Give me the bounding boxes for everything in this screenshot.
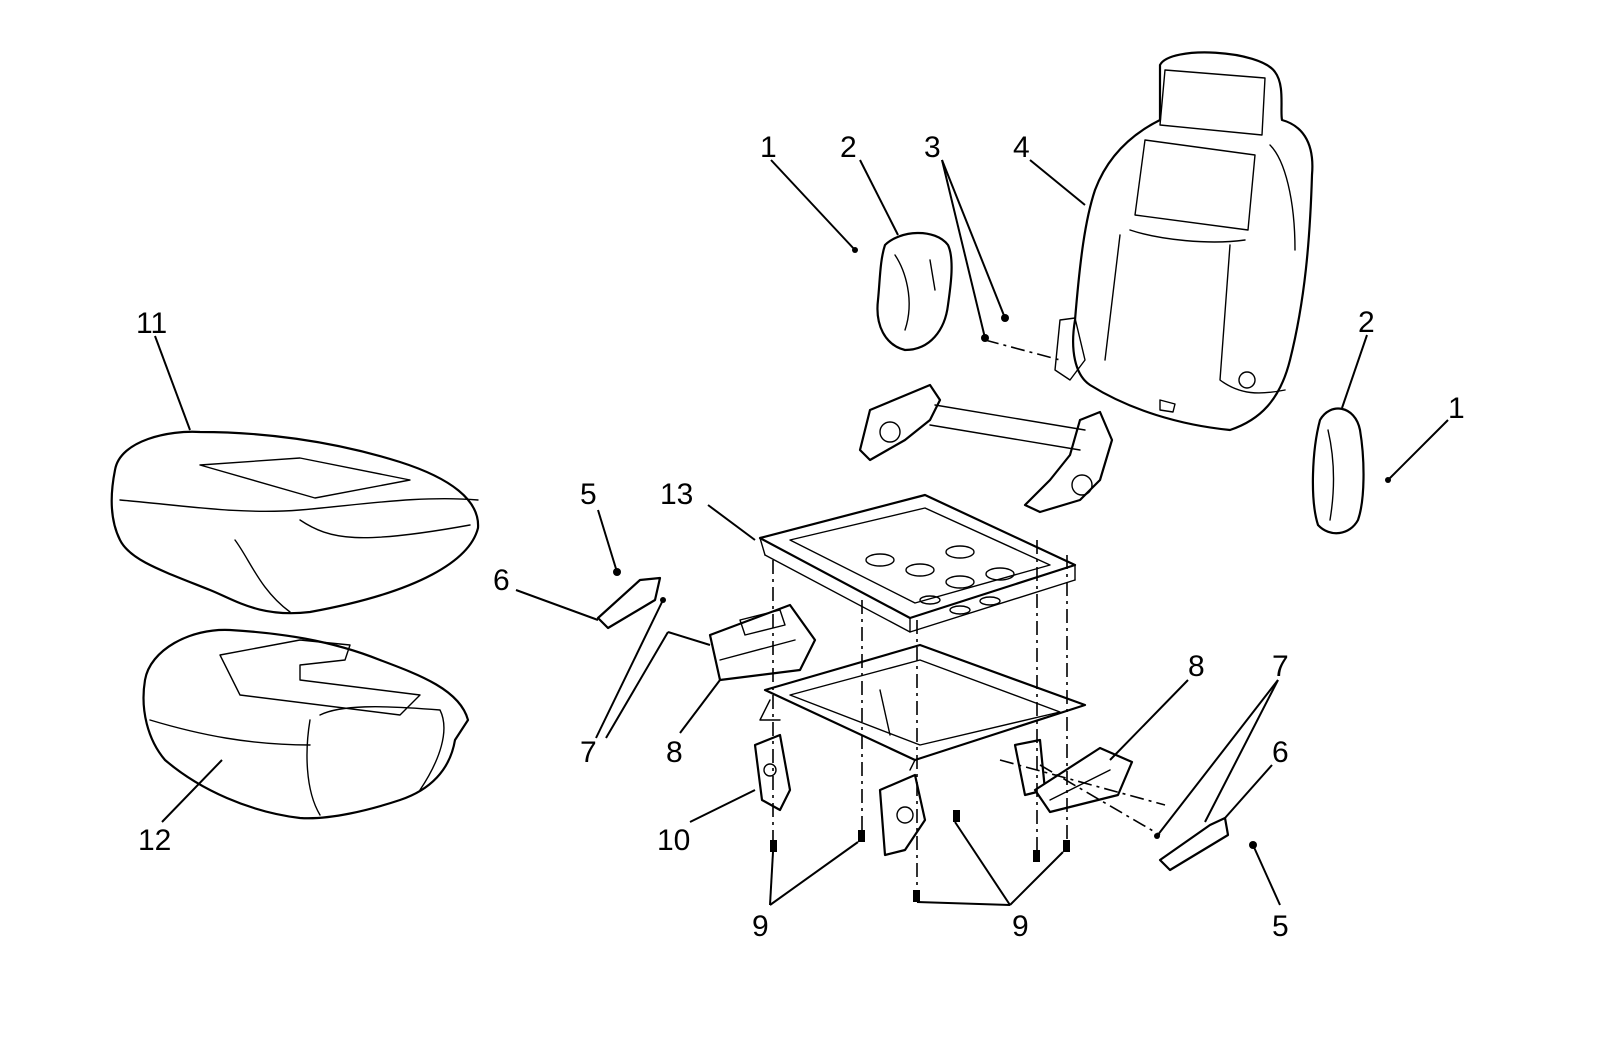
alignment-lines [772,339,1166,890]
callout-6-left: 6 [493,564,510,597]
callout-2-top: 2 [840,131,857,164]
callout-10: 10 [657,824,690,857]
recliner-handle-right [1158,816,1230,872]
riser-front-bracket [878,773,927,857]
callout-1-top: 1 [760,131,777,164]
callout-13: 13 [660,478,693,511]
callout-8-left: 8 [666,736,683,769]
recliner-cover-right [1311,407,1365,535]
riser-side-bracket [753,733,792,812]
callout-12: 12 [138,824,171,857]
recliner-handle-left [596,576,662,630]
recliner-cover-left [876,231,953,352]
callout-4: 4 [1013,131,1030,164]
callout-6-right: 6 [1272,736,1289,769]
seat-cushion-pad [110,430,480,615]
callout-8-right: 8 [1188,650,1205,683]
callout-3: 3 [924,131,941,164]
fasteners [613,247,1391,902]
callout-labels: 1 2 3 4 2 1 11 12 5 6 13 7 8 10 9 9 8 7 … [136,131,1465,943]
leader-lines [154,159,1449,906]
callout-7-left: 7 [580,736,597,769]
callout-7-right: 7 [1272,650,1289,683]
callout-9-left: 9 [752,910,769,943]
seat-back [1054,51,1314,432]
riser-trim-cover-right [1033,746,1134,814]
callout-9-center: 9 [1012,910,1029,943]
callout-1-right: 1 [1448,392,1465,425]
callout-2-right: 2 [1358,306,1375,339]
callout-5-left: 5 [580,478,597,511]
callout-11: 11 [136,307,167,340]
seat-frame-tray [758,493,1077,633]
seat-riser-frame [759,643,1087,771]
riser-trim-cover-left [708,603,817,682]
seat-cushion-frame [142,628,470,820]
recliner-bar-assembly [858,383,1114,514]
callout-5-right: 5 [1272,910,1289,943]
